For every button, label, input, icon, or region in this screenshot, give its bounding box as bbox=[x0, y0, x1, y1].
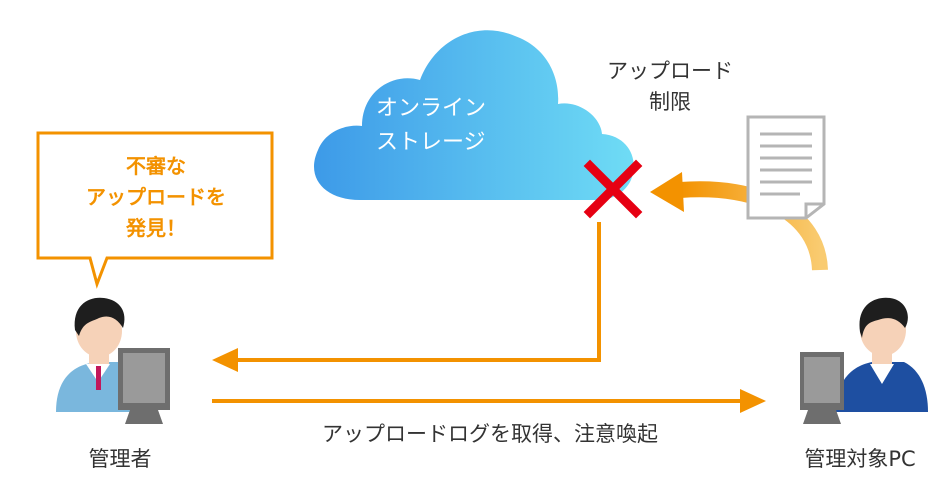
upload-block-cross-icon bbox=[583, 159, 643, 219]
cloud-label-line: オンライン bbox=[376, 96, 487, 121]
admin-bubble-line: アップロードを bbox=[86, 185, 226, 209]
cloud-label: オンライン ストレージ bbox=[376, 92, 556, 160]
admin-label: 管理者 bbox=[88, 447, 152, 471]
admin-bubble-text: 不審な アップロードを 発見！ bbox=[38, 151, 274, 244]
document-icon bbox=[746, 115, 826, 220]
online-storage-cloud-icon bbox=[314, 30, 634, 201]
cloud-label-line: ストレージ bbox=[376, 130, 486, 155]
admin-person-icon bbox=[56, 297, 170, 424]
admin-speech-bubble bbox=[36, 131, 274, 289]
admin-bubble-line: 発見！ bbox=[126, 216, 186, 240]
target-pc-label: 管理対象PC bbox=[804, 447, 916, 471]
upload-block-label-line: 制限 bbox=[649, 90, 691, 114]
target-pc-person-icon bbox=[800, 297, 928, 424]
block-notification-arrow bbox=[212, 222, 601, 372]
upload-block-label: アップロード 制限 bbox=[560, 56, 780, 118]
upload-block-label-line: アップロード bbox=[607, 59, 733, 83]
log-arrow-label: アップロードログを取得、注意喚起 bbox=[322, 422, 658, 446]
log-collection-arrow bbox=[212, 389, 766, 413]
admin-bubble-line: 不審な bbox=[126, 154, 186, 178]
